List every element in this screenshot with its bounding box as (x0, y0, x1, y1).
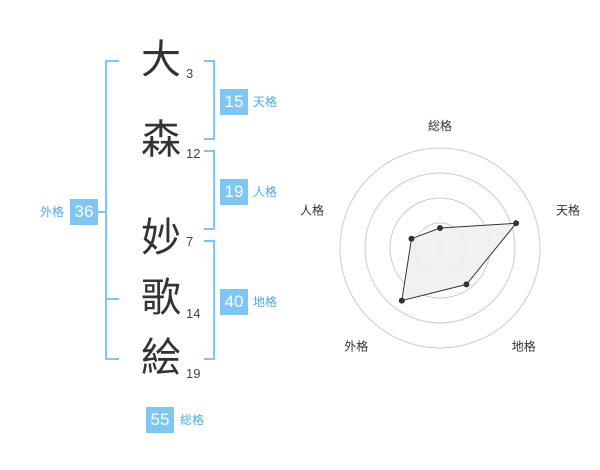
radar-point-1 (437, 225, 443, 231)
jinkaku-value-badge: 19 (220, 179, 248, 205)
name-char-4: 歌 (141, 275, 181, 321)
name-char-2: 森 (141, 117, 181, 163)
gaikaku-label: 外格 (40, 205, 65, 219)
radar-point-5 (408, 235, 415, 242)
gaikaku-bracket-vertical (105, 60, 107, 360)
gaikaku-bracket-top (105, 60, 119, 62)
radar-point-3 (463, 281, 470, 288)
radar-ring-4 (339, 147, 541, 349)
radar-ring-3 (364, 172, 516, 324)
radar-axis-label-4: 外格 (344, 339, 368, 354)
soukaku-label: 総格 (180, 413, 205, 427)
stroke-count-1: 3 (186, 66, 194, 81)
tenkaku-value-badge: 15 (220, 89, 248, 115)
gaikaku-bracket-mid (105, 298, 119, 300)
radar-point-4 (398, 297, 405, 304)
name-char-3: 妙 (141, 215, 181, 261)
stroke-count-2: 12 (186, 146, 201, 161)
radar-area (401, 222, 518, 302)
radar-axis-label-3: 地格 (512, 339, 536, 354)
chikaku-bracket-vertical (213, 240, 215, 360)
name-char-1: 大 (141, 37, 181, 83)
jinkaku-bracket-bottom (204, 228, 215, 230)
tenkaku-bracket-vertical (213, 60, 215, 140)
gaikaku-bracket-connector (93, 211, 105, 213)
tenkaku-bracket-top (204, 60, 215, 62)
radar-axis-label-2: 天格 (556, 202, 580, 217)
jinkaku-label: 人格 (253, 185, 278, 199)
tenkaku-label: 天格 (253, 95, 278, 109)
gaikaku-value-badge: 36 (70, 199, 98, 225)
stroke-count-3: 7 (186, 234, 194, 249)
stroke-count-4: 14 (186, 306, 201, 321)
tenkaku-bracket-bottom (204, 138, 215, 140)
chikaku-value-badge: 40 (220, 289, 248, 315)
jinkaku-bracket-vertical (213, 150, 215, 230)
gaikaku-bracket-bottom (105, 358, 119, 360)
soukaku-value-badge: 55 (146, 407, 174, 433)
chikaku-label: 地格 (253, 295, 278, 309)
radar-point-2 (513, 220, 520, 227)
stroke-count-5: 19 (186, 366, 201, 381)
jinkaku-bracket-top (204, 150, 215, 152)
radar-axis-label-1: 総格 (428, 118, 452, 133)
name-char-5: 絵 (141, 335, 181, 381)
chikaku-bracket-top (204, 240, 215, 242)
chikaku-bracket-bottom (204, 358, 215, 360)
radar-axis-label-5: 人格 (300, 202, 324, 217)
